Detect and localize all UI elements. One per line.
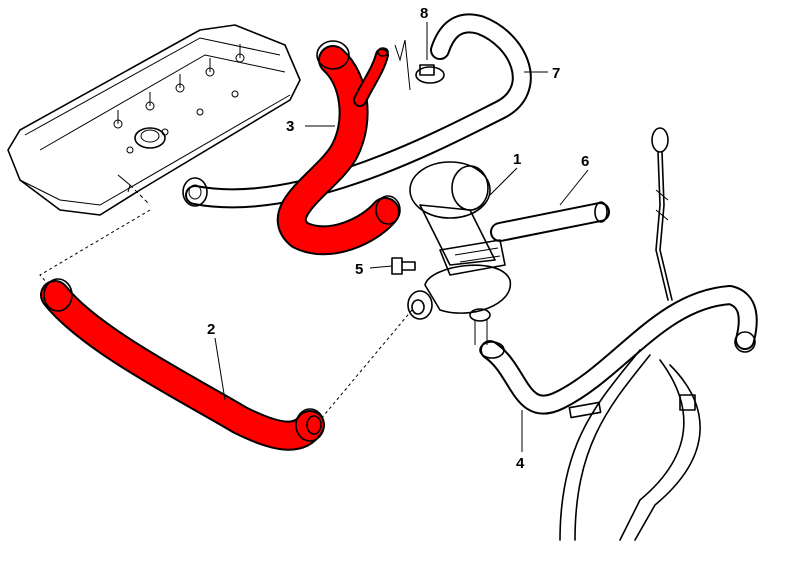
hose-2 — [40, 278, 325, 451]
callout-7: 7 — [552, 65, 560, 82]
hose-3 — [276, 40, 401, 256]
hose-6 — [490, 201, 610, 242]
callout-8: 8 — [420, 5, 428, 22]
valve-cover — [7, 24, 301, 216]
callout-6: 6 — [581, 153, 589, 170]
bolt-5 — [391, 257, 416, 275]
callout-5: 5 — [355, 261, 363, 278]
clamp-8 — [415, 64, 445, 84]
separator-valve-1 — [407, 161, 511, 345]
callout-3: 3 — [286, 118, 294, 135]
hose-4 — [479, 285, 758, 415]
callout-2: 2 — [207, 321, 215, 338]
dipstick — [559, 127, 701, 541]
callout-4: 4 — [516, 455, 525, 472]
callout-1: 1 — [513, 151, 521, 168]
